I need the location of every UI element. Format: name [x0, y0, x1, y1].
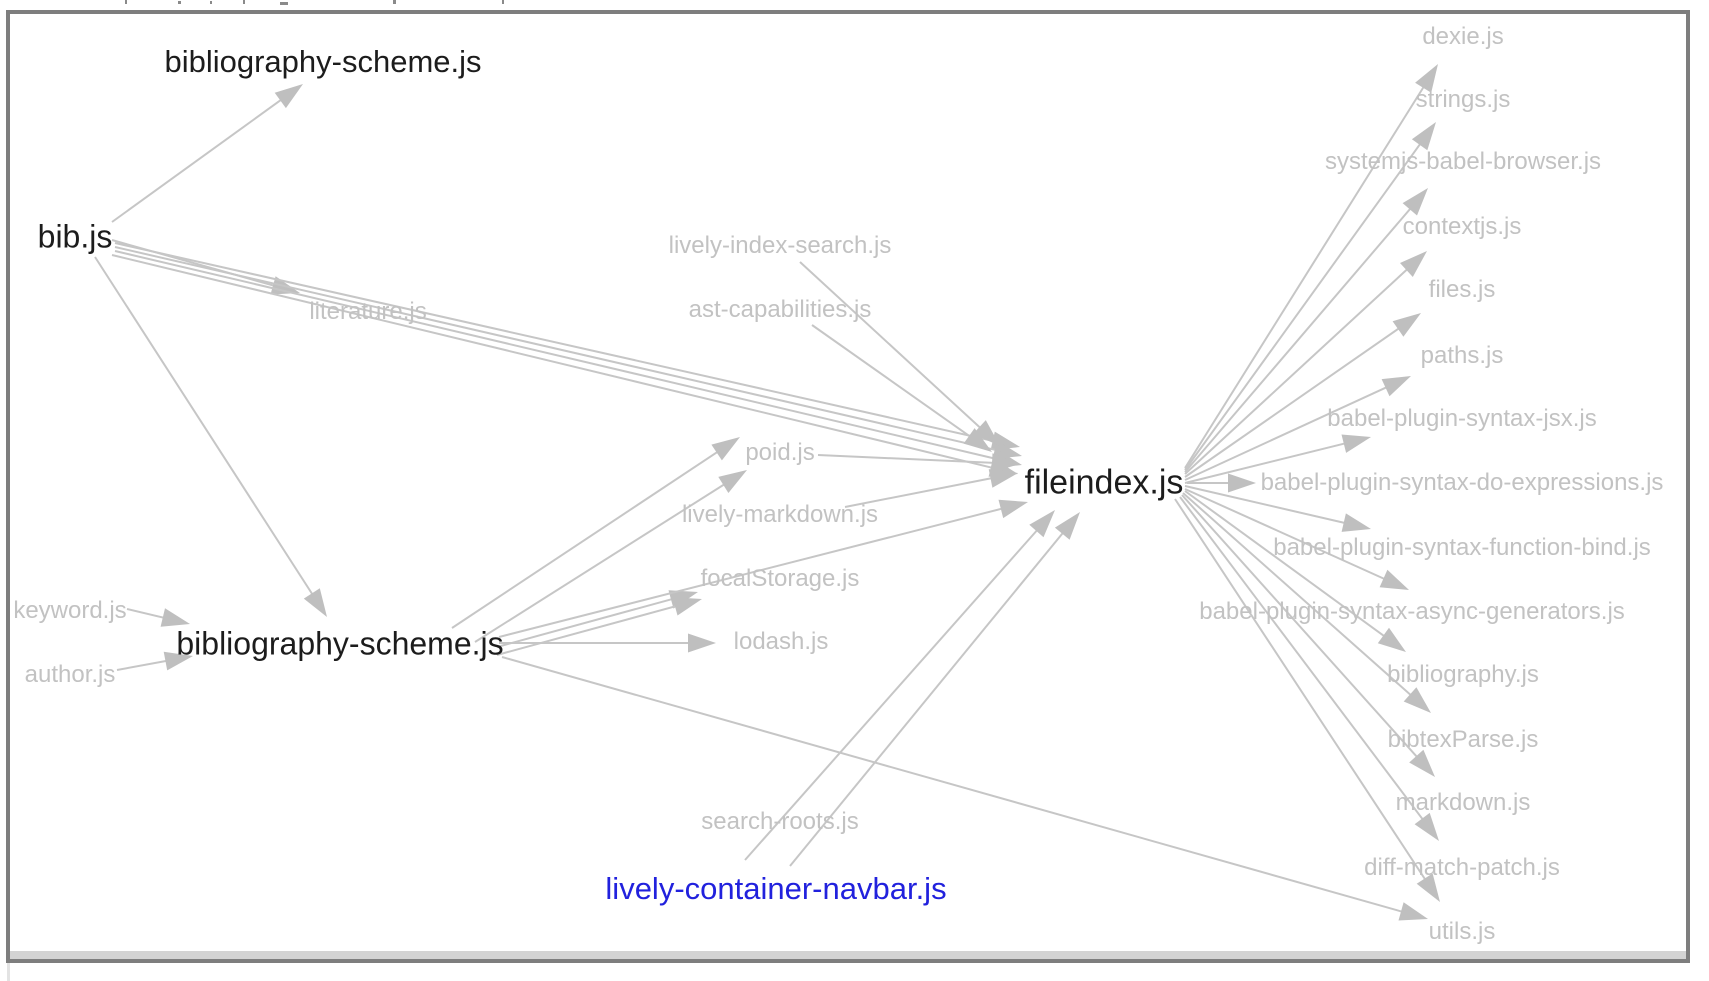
- node-babel-plugin-syntax-do-expressions[interactable]: babel-plugin-syntax-do-expressions.js: [1260, 468, 1664, 496]
- node-files[interactable]: files.js: [1428, 275, 1496, 303]
- node-babel-plugin-syntax-async-generators[interactable]: babel-plugin-syntax-async-generators.js: [1199, 597, 1625, 625]
- node-lodash[interactable]: lodash.js: [733, 627, 829, 655]
- node-focalStorage[interactable]: focalStorage.js: [700, 564, 860, 592]
- node-systemjs-babel-browser[interactable]: systemjs-babel-browser.js: [1324, 147, 1602, 175]
- node-literature[interactable]: literature.js: [309, 297, 427, 325]
- node-babel-plugin-syntax-jsx[interactable]: babel-plugin-syntax-jsx.js: [1327, 404, 1597, 432]
- node-fileindex[interactable]: fileindex.js: [1024, 463, 1184, 502]
- node-dexie[interactable]: dexie.js: [1422, 22, 1504, 50]
- toolbar-remnant-mark: [125, 0, 127, 4]
- node-search-roots[interactable]: search-roots.js: [701, 807, 859, 835]
- toolbar-remnant-mark: [393, 0, 396, 4]
- node-diff-match-patch[interactable]: diff-match-patch.js: [1364, 853, 1560, 881]
- node-ast-capabilities[interactable]: ast-capabilities.js: [688, 295, 872, 323]
- node-paths[interactable]: paths.js: [1420, 341, 1504, 369]
- node-strings[interactable]: strings.js: [1415, 85, 1511, 113]
- toolbar-remnant-mark: [280, 2, 288, 5]
- node-markdown[interactable]: markdown.js: [1395, 788, 1531, 816]
- below-panel-mark: [7, 963, 10, 981]
- node-lively-container-navbar[interactable]: lively-container-navbar.js: [605, 870, 947, 906]
- toolbar-remnant-mark: [502, 0, 504, 4]
- node-author[interactable]: author.js: [24, 660, 116, 688]
- node-lively-index-search[interactable]: lively-index-search.js: [668, 231, 892, 259]
- node-keyword[interactable]: keyword.js: [13, 596, 127, 624]
- node-bibtexParse[interactable]: bibtexParse.js: [1387, 725, 1539, 753]
- node-bibliography[interactable]: bibliography.js: [1387, 660, 1539, 688]
- toolbar-remnant-mark: [178, 1, 181, 4]
- toolbar-remnant-mark: [243, 0, 245, 4]
- node-poid[interactable]: poid.js: [745, 438, 815, 466]
- node-bibliography-scheme-bottom[interactable]: bibliography-scheme.js: [176, 625, 504, 662]
- toolbar-remnant-mark: [210, 1, 212, 4]
- node-utils[interactable]: utils.js: [1428, 917, 1496, 945]
- node-bibliography-scheme-top[interactable]: bibliography-scheme.js: [164, 43, 482, 79]
- panel-bottom-strip: [10, 951, 1686, 959]
- node-contextjs[interactable]: contextjs.js: [1402, 212, 1522, 240]
- node-bib[interactable]: bib.js: [37, 218, 113, 255]
- node-lively-markdown[interactable]: lively-markdown.js: [681, 500, 879, 528]
- node-babel-plugin-syntax-function-bind[interactable]: babel-plugin-syntax-function-bind.js: [1273, 533, 1651, 561]
